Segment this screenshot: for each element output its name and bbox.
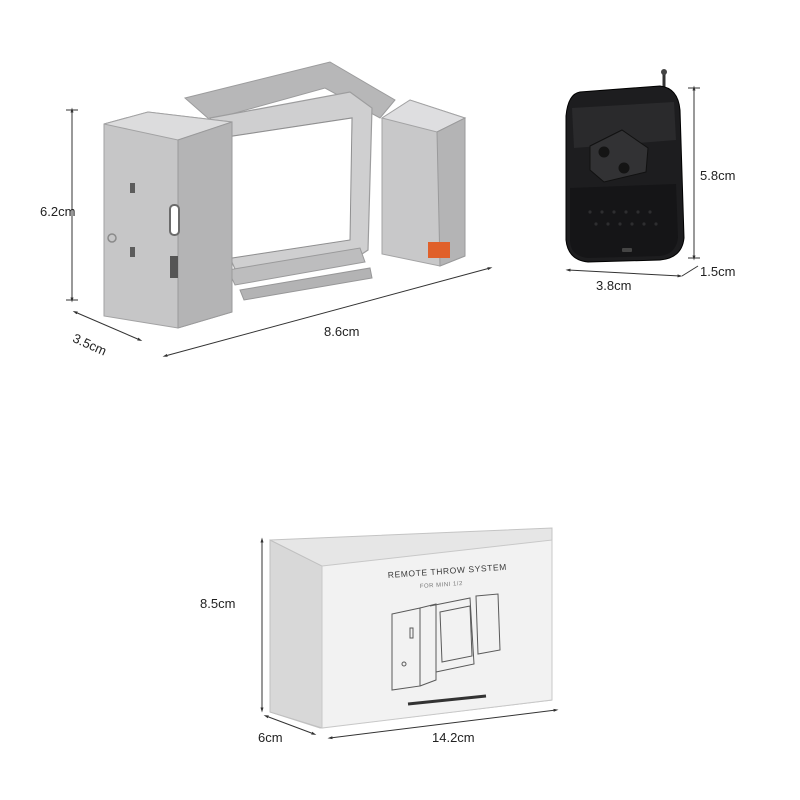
release-device <box>103 61 467 329</box>
release-width-label: 8.6cm <box>324 324 359 339</box>
box-dimension-lines <box>260 537 559 740</box>
release-depth-label: 3.5cm <box>70 330 108 358</box>
box-height-label: 8.5cm <box>200 596 235 611</box>
remote-control <box>565 69 685 263</box>
box-subtitle: FOR MINI 1/2 <box>420 581 463 590</box>
box-depth-label: 6cm <box>258 730 283 745</box>
remote-depth-label: 1.5cm <box>700 264 735 279</box>
remote-width-label: 3.8cm <box>596 278 631 293</box>
remote-dimension-lines <box>565 85 700 278</box>
remote-height-label: 5.8cm <box>700 168 735 183</box>
release-dimension-lines <box>66 107 493 357</box>
release-hook <box>428 242 450 258</box>
release-height-label: 6.2cm <box>40 204 75 219</box>
packaging-box <box>269 527 553 729</box>
power-switch <box>170 256 178 278</box>
box-width-label: 14.2cm <box>432 730 475 745</box>
usb-c-port <box>169 204 180 236</box>
